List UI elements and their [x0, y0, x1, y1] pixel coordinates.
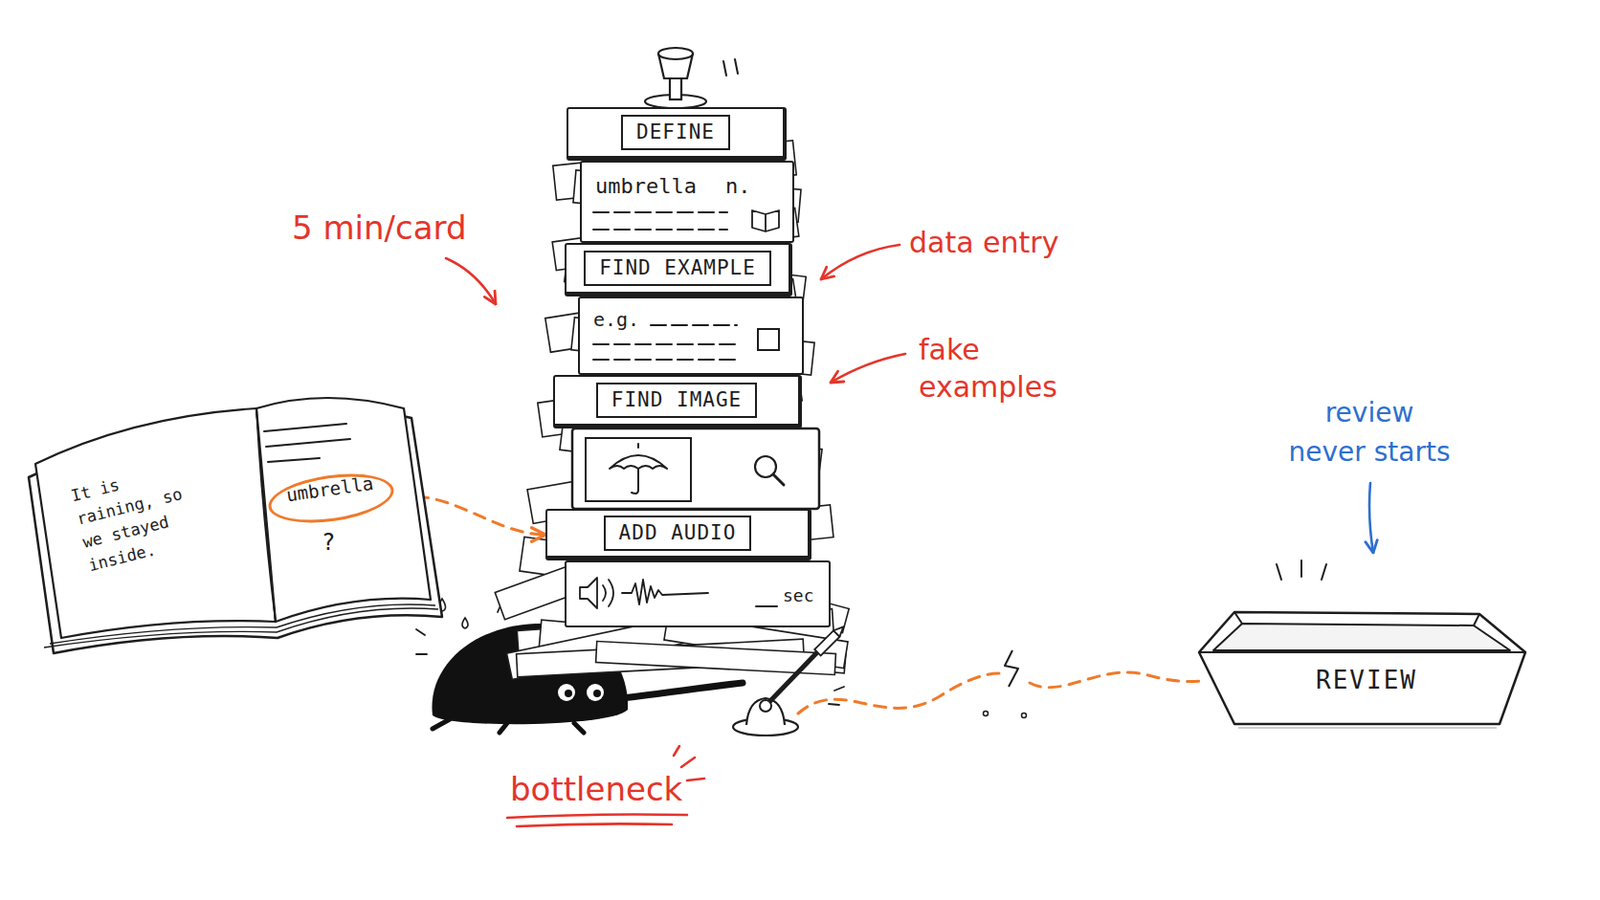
- creature-part: [586, 684, 604, 702]
- lever-part-part: [833, 623, 846, 637]
- card-lines-part: [579, 577, 598, 609]
- lever: [733, 623, 847, 736]
- review-tray-outline-part: [1213, 623, 1511, 651]
- review-tray-outline-part: [1199, 612, 1526, 725]
- node-text: DEFINE: [621, 114, 731, 151]
- node-text: FIND EXAMPLE: [583, 250, 772, 287]
- lever-part: [814, 623, 846, 656]
- node-text: REVIEW: [1315, 666, 1418, 696]
- underline-marks-part: [507, 814, 688, 819]
- annotation-arrows-part: [445, 258, 496, 305]
- step-tab: ADD AUDIO: [545, 509, 812, 561]
- time-note: 5 min/card: [291, 208, 467, 248]
- node-text: umbrella: [595, 174, 697, 200]
- outcome-note-box: review never starts: [1285, 394, 1454, 472]
- lever-part: [746, 698, 785, 726]
- review-tray-outline-part: [1199, 612, 1526, 653]
- underline-marks: [507, 746, 705, 827]
- review-tray: REVIEW: [1194, 602, 1539, 728]
- problem-note-box: fake examples: [918, 331, 1072, 406]
- card-lines-part: [593, 325, 737, 360]
- creature-part: [557, 684, 576, 702]
- card-lines-part: [602, 579, 614, 607]
- plunger-part: [658, 47, 693, 60]
- image-card-part: [773, 474, 784, 486]
- lever-part: [759, 700, 772, 712]
- broken-flow-line-part: [1029, 672, 1202, 689]
- broken-flow-line-part: [983, 711, 989, 717]
- card-lines-part: [593, 212, 728, 230]
- creature-part: [564, 689, 573, 698]
- annotation-arrows-part: [1369, 483, 1374, 554]
- creature-part: [622, 683, 743, 699]
- broken-flow-line-part: [798, 673, 1000, 714]
- annotation-arrows-part: [821, 244, 900, 280]
- annotation-arrows-part: [830, 354, 906, 383]
- image-card-part: [585, 438, 691, 502]
- problem-note-box: data entry: [909, 225, 1059, 261]
- card-lines: [579, 210, 779, 609]
- broken-flow-line-part: [1022, 713, 1027, 719]
- review-tray-outline-part: [1238, 727, 1497, 729]
- paper-pile: [494, 140, 849, 681]
- creature-part: [593, 689, 601, 698]
- plunger-part: [723, 59, 738, 76]
- creature-part: [439, 599, 469, 629]
- lever-part-part: [814, 630, 840, 656]
- image-card-part: [631, 444, 639, 494]
- note-card: e.g.: [577, 296, 804, 376]
- problem-note: fake examples: [918, 331, 1072, 406]
- card-lines-part: [755, 605, 778, 608]
- time-note-box: 5 min/card: [291, 208, 467, 248]
- bottleneck-label-box: bottleneck: [510, 770, 683, 810]
- image-card-part: [572, 428, 820, 510]
- card-lines-part: [622, 579, 709, 605]
- outcome-note: review never starts: [1285, 394, 1454, 472]
- lever-part: [765, 650, 820, 707]
- step-tab: FIND IMAGE: [553, 375, 802, 429]
- book-page-outline-part: [264, 423, 351, 463]
- node-subtext: ?: [321, 529, 335, 557]
- bottleneck-label: bottleneck: [510, 770, 683, 810]
- plunger: [644, 47, 738, 109]
- review-tray-outline: [1194, 602, 1539, 728]
- paper-pile-part: [537, 366, 802, 438]
- book-page-outline-part: [256, 408, 276, 623]
- book-page-outline-part: [256, 398, 431, 623]
- step-tab: FIND EXAMPLE: [564, 243, 793, 297]
- underline-marks-part: [516, 823, 672, 827]
- empty-marks: [1276, 560, 1327, 580]
- plunger-part: [669, 76, 682, 100]
- card-lines-part: [752, 210, 779, 232]
- card-lines-part: [757, 329, 779, 351]
- empty-marks-part: [1276, 560, 1327, 580]
- creature-part: [432, 719, 584, 734]
- image-card: [572, 428, 820, 510]
- book-page: It is raining, so we stayed inside.?umbr…: [28, 387, 450, 675]
- broken-flow-line: [798, 650, 1202, 719]
- book-page-outline-part: [35, 408, 276, 639]
- broken-flow-line-part: [1004, 650, 1019, 688]
- problem-note: data entry: [909, 225, 1059, 261]
- node-text: ADD AUDIO: [603, 515, 753, 552]
- node-text: e.g.: [593, 308, 640, 332]
- lever-part: [828, 687, 845, 706]
- node-text: sec: [782, 585, 815, 607]
- node-subtext: n.: [725, 174, 752, 200]
- step-tab: DEFINE: [566, 107, 787, 161]
- node-text: FIND IMAGE: [596, 382, 757, 419]
- image-card-part: [609, 455, 667, 469]
